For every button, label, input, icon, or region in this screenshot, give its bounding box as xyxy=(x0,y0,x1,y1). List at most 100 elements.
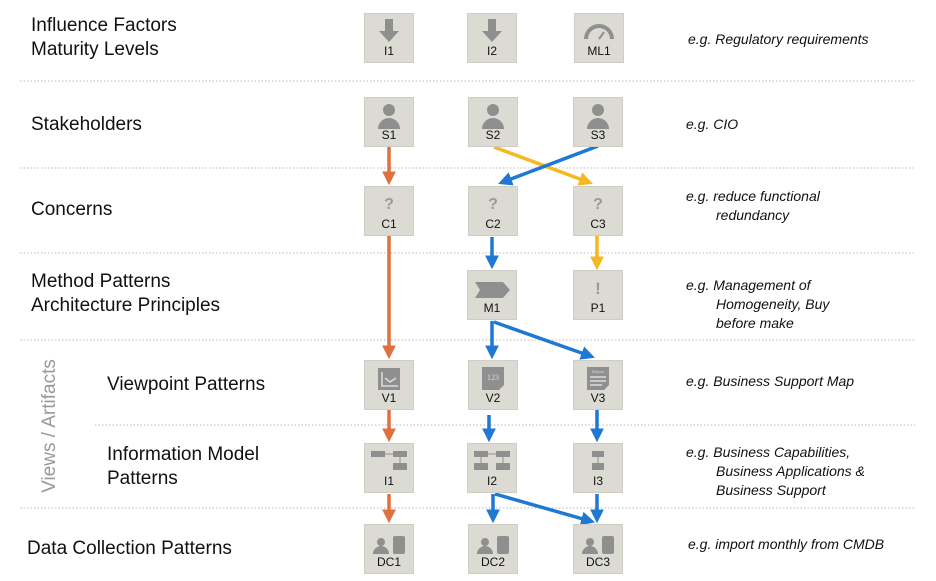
question-icon: ? xyxy=(384,196,394,213)
node-c3[interactable]: ? C3 xyxy=(573,186,623,236)
example-line: e.g. CIO xyxy=(686,116,739,132)
node-id: DC3 xyxy=(585,555,610,569)
question-icon: ? xyxy=(593,196,603,213)
example-viewpoint: e.g. Business Support Map xyxy=(686,372,854,391)
label-line: Architecture Principles xyxy=(31,295,221,316)
example-line: e.g. Business Capabilities, xyxy=(686,444,851,460)
example-line: Business Support xyxy=(716,482,826,498)
node-c1[interactable]: ? C1 xyxy=(364,186,414,236)
node-i2[interactable]: I2 xyxy=(467,13,517,63)
example-datacollection: e.g. import monthly from CMDB xyxy=(688,535,884,554)
person-database-icon xyxy=(477,536,509,554)
node-id: I3 xyxy=(592,474,603,488)
arrow-down-icon xyxy=(379,19,399,42)
node-im1[interactable]: I1 xyxy=(364,443,414,493)
chevron-arrow-icon xyxy=(475,282,510,298)
model-diagram-icon xyxy=(474,451,510,470)
node-im3[interactable]: I3 xyxy=(573,443,623,493)
person-database-icon xyxy=(582,536,614,554)
example-line: before make xyxy=(716,315,794,331)
node-id: S1 xyxy=(381,128,397,142)
node-dc1[interactable]: DC1 xyxy=(364,524,414,574)
label-line: Influence Factors xyxy=(31,15,177,36)
example-line: Business Applications & xyxy=(716,463,865,479)
svg-text:Report: Report xyxy=(592,369,605,374)
node-i1[interactable]: I1 xyxy=(364,13,414,63)
example-line: e.g. import monthly from CMDB xyxy=(688,536,885,552)
arrow-i2-dc3 xyxy=(494,492,596,526)
person-icon xyxy=(378,104,400,129)
node-id: C2 xyxy=(485,217,501,231)
node-s3[interactable]: S3 xyxy=(573,97,623,147)
node-id: V2 xyxy=(485,391,501,405)
example-infomodel: e.g. Business Capabilities, Business Appl… xyxy=(686,443,865,500)
arrow-s2-c3 xyxy=(493,145,593,186)
row-label-datacollection: Data Collection Patterns xyxy=(27,538,232,559)
example-influence: e.g. Regulatory requirements xyxy=(688,30,869,49)
node-im2[interactable]: I2 xyxy=(467,443,517,493)
node-id: C1 xyxy=(381,217,397,231)
example-method: e.g. Management of Homogeneity, Buy before… xyxy=(686,276,829,333)
example-line: e.g. Business Support Map xyxy=(686,373,855,389)
node-s2[interactable]: S2 xyxy=(468,97,518,147)
node-c2[interactable]: ? C2 xyxy=(468,186,518,236)
label-line: Maturity Levels xyxy=(31,39,159,60)
example-concerns: e.g. reduce functional redundancy xyxy=(686,187,820,225)
node-m1[interactable]: M1 xyxy=(467,270,517,320)
row-label-concerns: Concerns xyxy=(31,199,113,220)
example-line: redundancy xyxy=(716,207,790,223)
report-icon: Report xyxy=(587,367,609,390)
svg-text:123: 123 xyxy=(487,373,499,382)
node-id: I1 xyxy=(383,44,394,58)
group-label-views: Views / Artifacts xyxy=(39,359,60,493)
label-line: Information Model xyxy=(107,444,260,465)
arrow-s3-c2 xyxy=(498,144,599,186)
node-id: P1 xyxy=(590,301,606,315)
node-dc3[interactable]: DC3 xyxy=(573,524,623,574)
row-label-viewpoint: Viewpoint Patterns xyxy=(107,374,266,395)
example-line: Homogeneity, Buy xyxy=(716,296,830,312)
node-s1[interactable]: S1 xyxy=(364,97,414,147)
arrow-m1-v3 xyxy=(493,320,595,360)
node-id: V1 xyxy=(381,391,397,405)
label-line: Method Patterns xyxy=(31,271,171,292)
model-diagram-icon xyxy=(371,451,407,470)
node-id: I2 xyxy=(486,44,497,58)
example-line: e.g. reduce functional xyxy=(686,188,820,204)
node-id: S2 xyxy=(485,128,501,142)
node-ml1[interactable]: ML1 xyxy=(574,13,624,63)
person-icon xyxy=(482,104,504,129)
node-id: M1 xyxy=(483,301,501,315)
node-id: I1 xyxy=(383,474,394,488)
node-id: ML1 xyxy=(587,44,611,58)
example-line: e.g. Management of xyxy=(686,277,811,293)
example-stakeholders: e.g. CIO xyxy=(686,115,738,134)
node-id: I2 xyxy=(486,474,497,488)
node-id: DC2 xyxy=(480,555,505,569)
node-v1[interactable]: V1 xyxy=(364,360,414,410)
chart-icon xyxy=(378,368,400,390)
exclamation-icon: ! xyxy=(595,279,601,298)
numbers-icon: 123 xyxy=(482,367,504,390)
gauge-icon xyxy=(584,24,614,40)
row-label-stakeholders: Stakeholders xyxy=(31,114,142,135)
person-icon xyxy=(587,104,609,129)
label-line: Patterns xyxy=(107,468,178,489)
arrow-down-icon xyxy=(482,19,502,42)
node-p1[interactable]: ! P1 xyxy=(573,270,623,320)
question-icon: ? xyxy=(488,196,498,213)
node-dc2[interactable]: DC2 xyxy=(468,524,518,574)
example-line: e.g. Regulatory requirements xyxy=(688,31,869,47)
node-id: V3 xyxy=(590,391,606,405)
node-id: DC1 xyxy=(376,555,401,569)
node-id: C3 xyxy=(590,217,606,231)
model-diagram-icon xyxy=(592,451,604,470)
person-database-icon xyxy=(373,536,405,554)
